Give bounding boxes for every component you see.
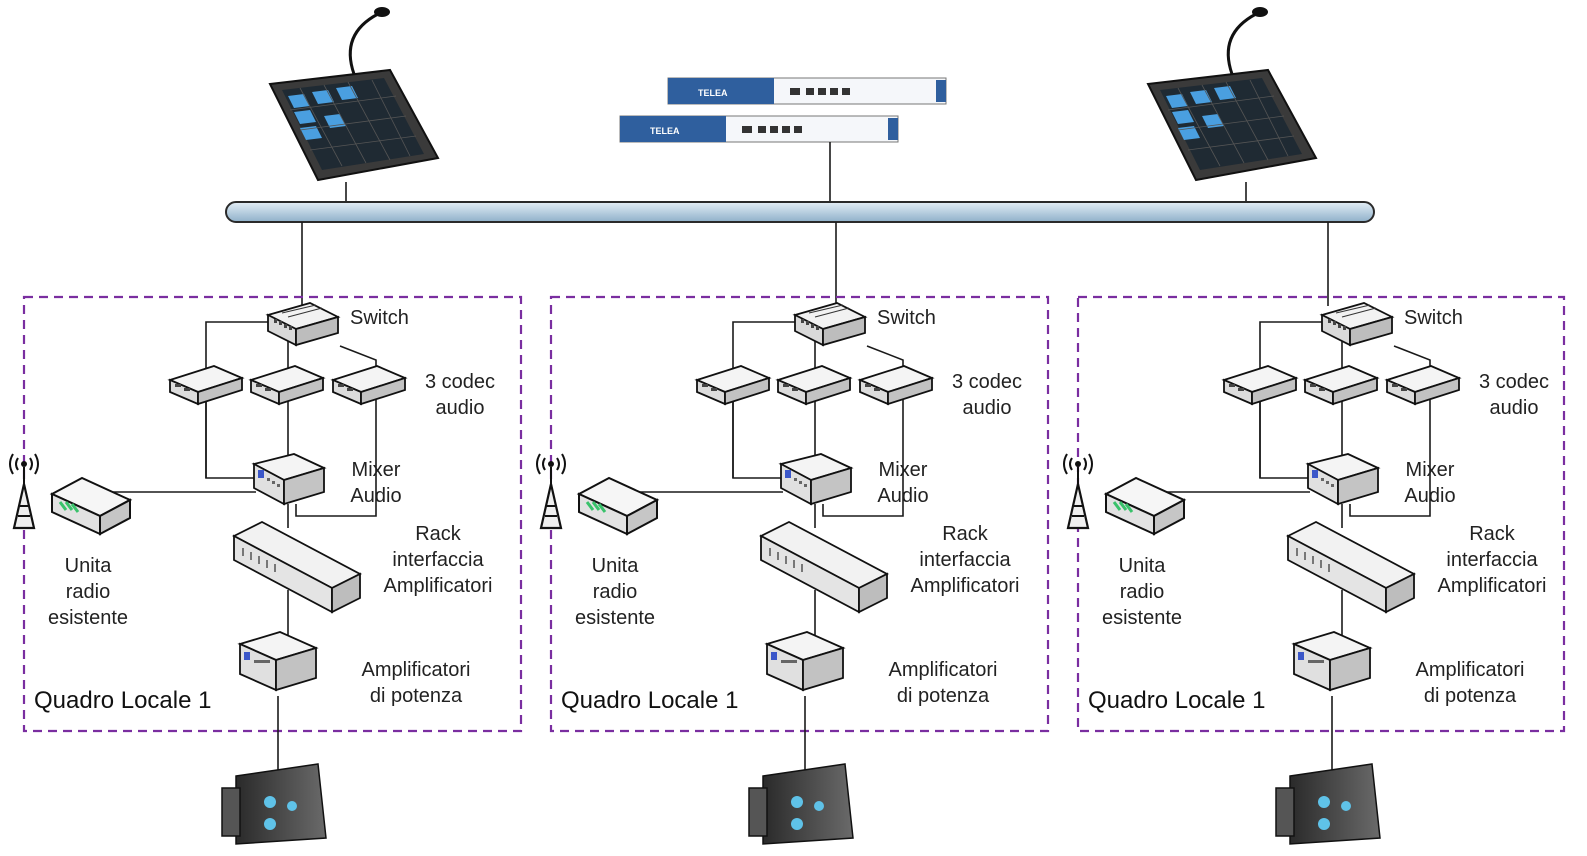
switch-label: Switch [1404,307,1463,329]
mixer-label-line-2: Audio [877,485,928,507]
codec-label-line-1: 3 codec [1479,371,1549,393]
horn-speaker-icon [221,763,327,845]
radio-label-line-3: esistente [48,607,128,629]
amp-label-line-1: Amplificatori [362,659,471,681]
radio-label-line-1: Unita [592,555,640,577]
mixer-label-line-2: Audio [1404,485,1455,507]
panel-title: Quadro Locale 1 [1088,687,1265,714]
server-brand-upper: TELEA [698,88,728,98]
rack-label-line-3: Amplificatori [384,575,493,597]
rack-label-line-2: interfaccia [919,549,1011,571]
server-rack-upper: TELEA [667,77,947,105]
codec-device-2 [250,365,324,405]
power-amplifier-device [1293,631,1371,691]
panel-title: Quadro Locale 1 [561,687,738,714]
amplifier-rack-device [1287,521,1415,613]
rack-label-line-3: Amplificatori [911,575,1020,597]
radio-label-line-2: radio [1120,581,1164,603]
mixer-label-line-2: Audio [350,485,401,507]
mixer-device [253,453,325,505]
codec-device-2 [1304,365,1378,405]
amp-label-line-2: di potenza [1424,685,1517,707]
radio-unit-device [577,476,659,536]
mixer-device [1307,453,1379,505]
rack-label-line-2: interfaccia [392,549,484,571]
codec-label-line-2: audio [963,397,1012,419]
operator-console-left [268,5,440,182]
panel-frame [22,295,523,733]
horn-speaker-icon [1275,763,1381,845]
mixer-label-line-1: Mixer [352,459,401,481]
codec-label-line-1: 3 codec [952,371,1022,393]
switch-label: Switch [350,307,409,329]
codec-device-1 [1223,365,1297,405]
amplifier-rack-device [233,521,361,613]
radio-label-line-3: esistente [575,607,655,629]
server-brand-lower: TELEA [650,126,680,136]
codec-device-2 [777,365,851,405]
rack-label-line-3: Amplificatori [1438,575,1547,597]
amp-label-line-2: di potenza [370,685,463,707]
rack-label-line-2: interfaccia [1446,549,1538,571]
codec-label-line-1: 3 codec [425,371,495,393]
switch-device [794,302,866,346]
rack-label-line-1: Rack [1469,523,1516,545]
radio-label-line-2: radio [593,581,637,603]
amplifier-rack-device [760,521,888,613]
amp-label-line-1: Amplificatori [1416,659,1525,681]
antenna-icon [8,452,40,530]
power-amplifier-device [239,631,317,691]
switch-device [267,302,339,346]
top-uplinks [345,142,1247,204]
radio-unit-device [50,476,132,536]
mixer-device [780,453,852,505]
codec-label-line-2: audio [436,397,485,419]
mixer-label-line-1: Mixer [1406,459,1455,481]
radio-label-line-1: Unita [65,555,113,577]
network-backbone [225,201,1375,223]
codec-device-3 [332,365,406,405]
switch-device [1321,302,1393,346]
bus-drops [301,222,1329,306]
codec-device-3 [859,365,933,405]
operator-console-right [1146,5,1318,182]
radio-label-line-1: Unita [1119,555,1167,577]
antenna-icon [535,452,567,530]
codec-device-1 [696,365,770,405]
horn-speaker-icon [748,763,854,845]
codec-device-1 [169,365,243,405]
switch-label: Switch [877,307,936,329]
mixer-label-line-1: Mixer [879,459,928,481]
antenna-icon [1062,452,1094,530]
panel-frame [549,295,1050,733]
radio-label-line-2: radio [66,581,110,603]
panel-title: Quadro Locale 1 [34,687,211,714]
power-amplifier-device [766,631,844,691]
amp-label-line-1: Amplificatori [889,659,998,681]
codec-device-3 [1386,365,1460,405]
rack-label-line-1: Rack [942,523,989,545]
server-rack-lower: TELEA [619,115,899,143]
amp-label-line-2: di potenza [897,685,990,707]
radio-unit-device [1104,476,1186,536]
radio-label-line-3: esistente [1102,607,1182,629]
codec-label-line-2: audio [1490,397,1539,419]
rack-label-line-1: Rack [415,523,462,545]
